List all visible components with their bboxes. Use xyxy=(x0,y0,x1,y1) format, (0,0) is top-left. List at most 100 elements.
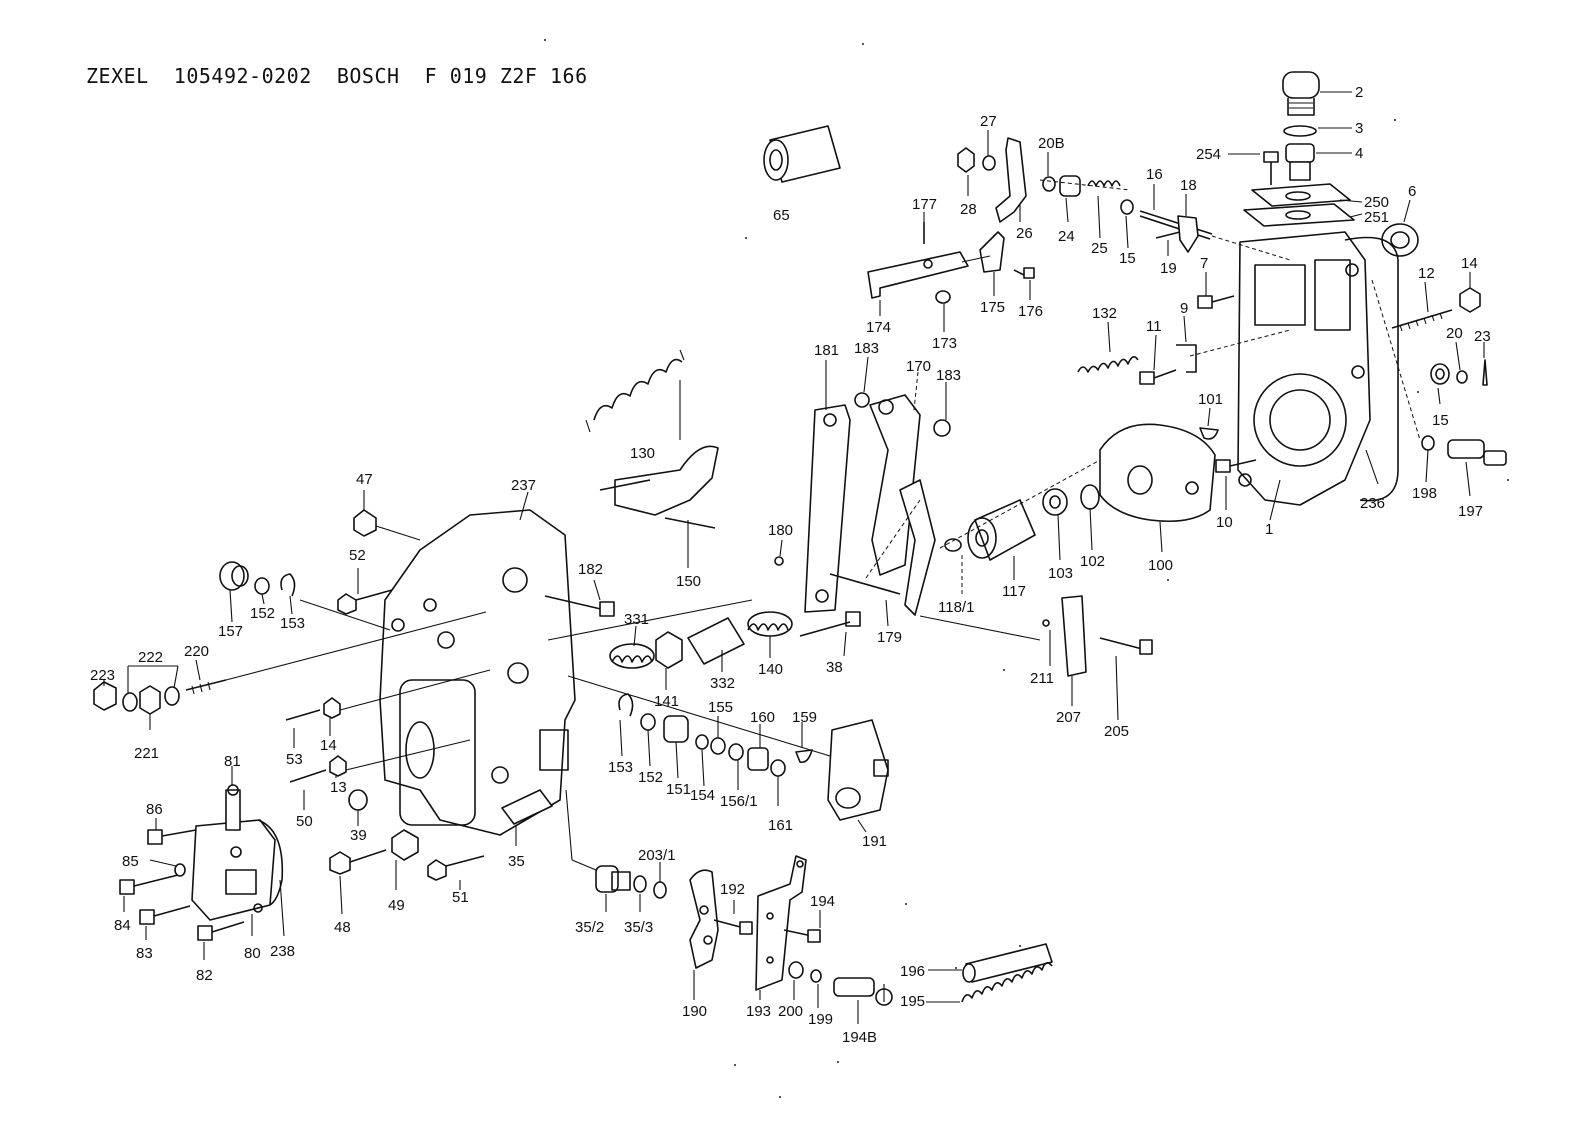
part-155-washer xyxy=(710,737,726,755)
label-194: 194 xyxy=(810,893,835,910)
part-100-flyweight xyxy=(1099,423,1216,523)
part-222-washer-2 xyxy=(164,686,180,706)
part-16-shaft xyxy=(1139,210,1213,240)
part-174-lever xyxy=(867,251,969,299)
label-132: 132 xyxy=(1092,305,1117,322)
part-35-plunger xyxy=(501,789,553,825)
label-27: 27 xyxy=(980,113,997,130)
part-12-stud xyxy=(1391,309,1453,332)
label-117: 117 xyxy=(1002,583,1026,600)
label-14-left: 14 xyxy=(320,737,337,754)
label-183-right: 183 xyxy=(936,367,961,384)
label-130: 130 xyxy=(630,445,655,462)
label-177: 177 xyxy=(912,196,937,213)
label-100: 100 xyxy=(1148,557,1173,574)
label-13: 13 xyxy=(330,779,347,796)
label-153-top: 153 xyxy=(280,615,305,632)
label-155: 155 xyxy=(708,699,733,716)
part-10-screw xyxy=(1215,459,1257,473)
label-39: 39 xyxy=(350,827,367,844)
label-200: 200 xyxy=(778,1003,803,1020)
part-211-clip xyxy=(1042,619,1050,627)
label-35: 35 xyxy=(508,853,525,870)
label-15-top: 15 xyxy=(1119,250,1136,267)
part-183-washer-left xyxy=(854,392,870,408)
part-labels: 2 3 4 254 250 251 6 14 12 20 23 15 7 9 1… xyxy=(90,84,1491,1046)
part-4-fitting xyxy=(1285,143,1315,181)
part-103-bushing xyxy=(1042,488,1068,516)
label-221: 221 xyxy=(134,745,159,762)
part-161-ring xyxy=(770,759,786,777)
part-331-spring xyxy=(609,643,655,669)
part-170-link xyxy=(899,479,936,616)
part-28-nut xyxy=(957,147,975,173)
label-236: 236 xyxy=(1360,495,1385,512)
label-211: 211 xyxy=(1030,670,1054,687)
label-196: 196 xyxy=(900,963,925,980)
part-141-nut xyxy=(655,631,683,669)
label-179: 179 xyxy=(877,629,902,646)
label-199: 199 xyxy=(808,1011,833,1028)
label-254: 254 xyxy=(1196,146,1221,163)
part-175-bracket xyxy=(979,231,1005,273)
label-82: 82 xyxy=(196,967,213,984)
label-102: 102 xyxy=(1080,553,1105,570)
label-2: 2 xyxy=(1355,84,1363,101)
part-82-screw xyxy=(197,921,245,941)
part-130-spring xyxy=(593,358,683,421)
part-190-lever xyxy=(689,869,719,969)
label-205: 205 xyxy=(1104,723,1129,740)
label-12: 12 xyxy=(1418,265,1435,282)
part-176-screw xyxy=(1013,267,1035,279)
part-38-screw xyxy=(799,611,861,637)
part-180-clip xyxy=(774,556,784,566)
label-20B: 20B xyxy=(1038,135,1065,152)
label-28: 28 xyxy=(960,201,977,218)
label-176: 176 xyxy=(1018,303,1043,320)
label-50: 50 xyxy=(296,813,313,830)
label-118-1: 118/1 xyxy=(938,599,974,616)
label-9: 9 xyxy=(1180,300,1188,317)
part-192-screw xyxy=(713,919,753,935)
label-194B: 194B xyxy=(842,1029,877,1046)
part-3-washer xyxy=(1283,125,1317,137)
part-181-lever xyxy=(804,404,851,613)
part-15-washer-top xyxy=(1120,199,1134,215)
part-156-1-washer xyxy=(728,743,744,761)
label-174: 174 xyxy=(866,319,891,336)
label-157: 157 xyxy=(218,623,243,640)
label-159: 159 xyxy=(792,709,817,726)
part-51-screw xyxy=(427,855,485,881)
part-182-screw xyxy=(544,595,615,617)
label-10: 10 xyxy=(1216,514,1233,531)
label-331: 331 xyxy=(624,611,649,628)
label-183-left: 183 xyxy=(854,340,879,357)
label-38: 38 xyxy=(826,659,843,676)
label-49: 49 xyxy=(388,897,405,914)
part-153-clip-top xyxy=(280,573,296,597)
part-1-housing xyxy=(1237,231,1371,506)
part-150-lever xyxy=(599,445,719,529)
part-151-bush xyxy=(663,715,689,743)
part-254-bolt xyxy=(1263,151,1279,185)
label-207: 207 xyxy=(1056,709,1081,726)
part-238-gasket xyxy=(257,819,284,906)
part-152-ring-bottom xyxy=(640,713,656,731)
label-6: 6 xyxy=(1408,183,1416,200)
part-81-cover xyxy=(191,784,276,921)
label-35-3: 35/3 xyxy=(624,919,653,936)
part-153-clip-bottom xyxy=(618,693,634,717)
part-20B-washer xyxy=(1042,176,1056,192)
label-181: 181 xyxy=(814,342,839,359)
part-236-gasket xyxy=(1344,236,1399,502)
part-48-screw xyxy=(329,849,387,875)
part-197-screw xyxy=(1447,439,1507,466)
part-50-stud xyxy=(289,769,327,783)
label-24: 24 xyxy=(1058,228,1075,245)
label-170: 170 xyxy=(906,358,931,375)
label-251: 251 xyxy=(1364,209,1389,226)
label-220: 220 xyxy=(184,643,209,660)
label-18: 18 xyxy=(1180,177,1197,194)
part-52-screw xyxy=(337,589,393,615)
part-237-body xyxy=(379,509,576,836)
